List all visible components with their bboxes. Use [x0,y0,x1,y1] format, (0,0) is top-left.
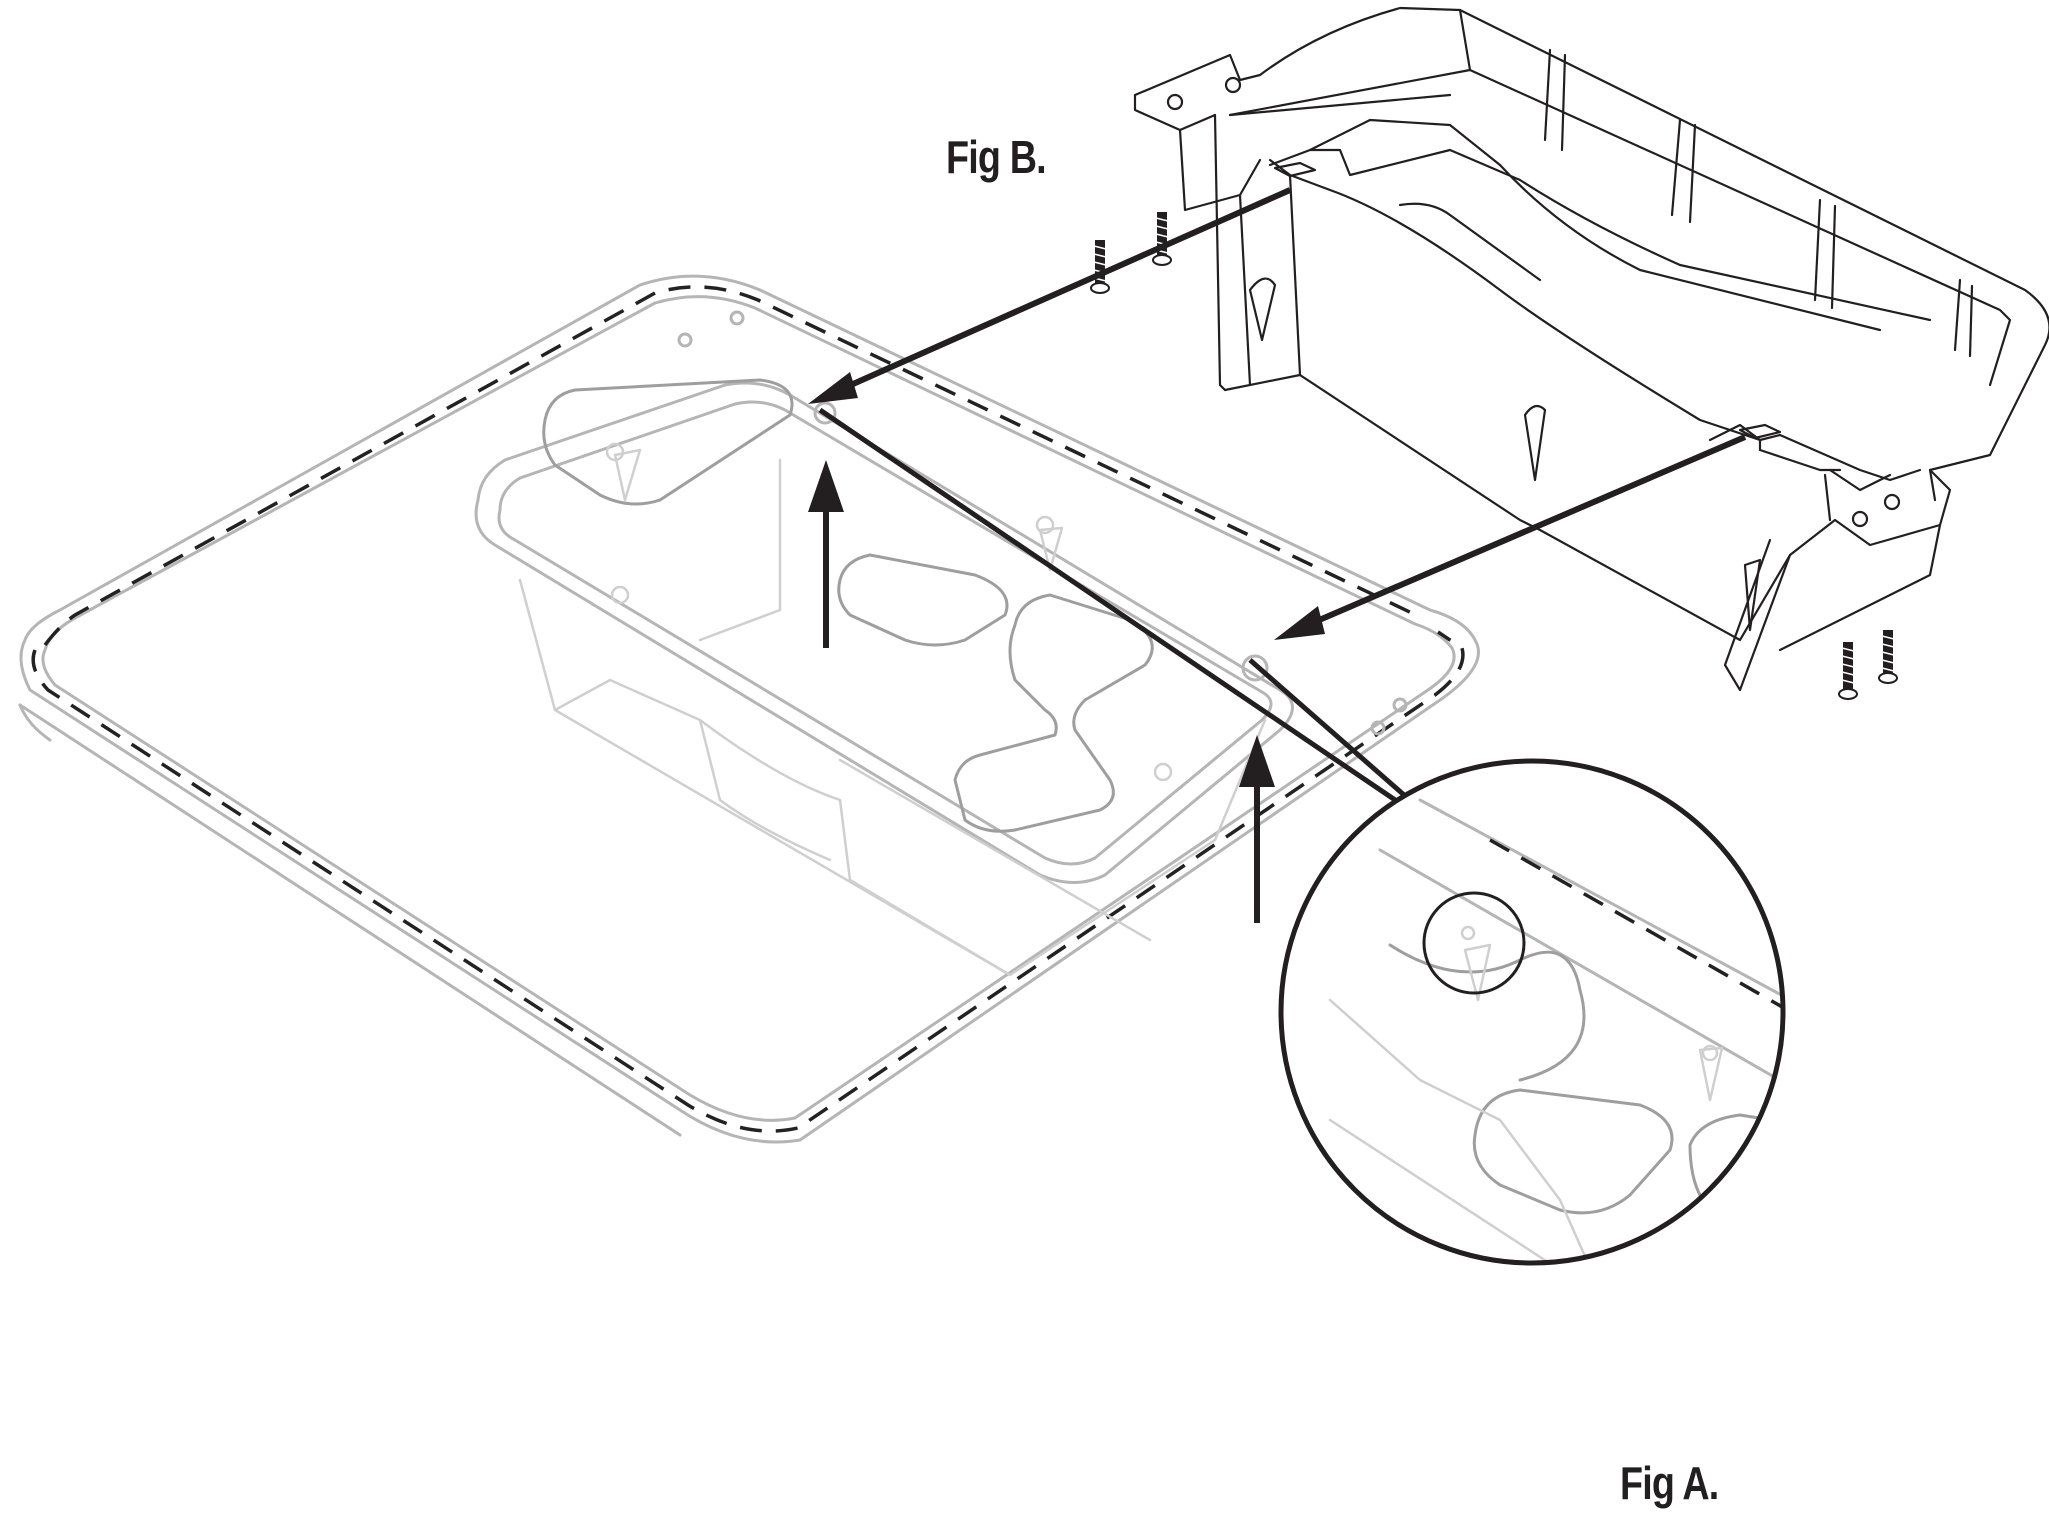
lid-panel [18,274,1480,1144]
fig-a-label: Fig A. [1620,1457,1719,1509]
detail-circle-icon [1278,758,1786,1266]
arrow-icon [808,187,1747,923]
faded-tray [474,310,1408,977]
fig-b-label: Fig B. [946,131,1047,183]
screw-icon [1090,212,1898,700]
storage-box [1133,6,2049,692]
